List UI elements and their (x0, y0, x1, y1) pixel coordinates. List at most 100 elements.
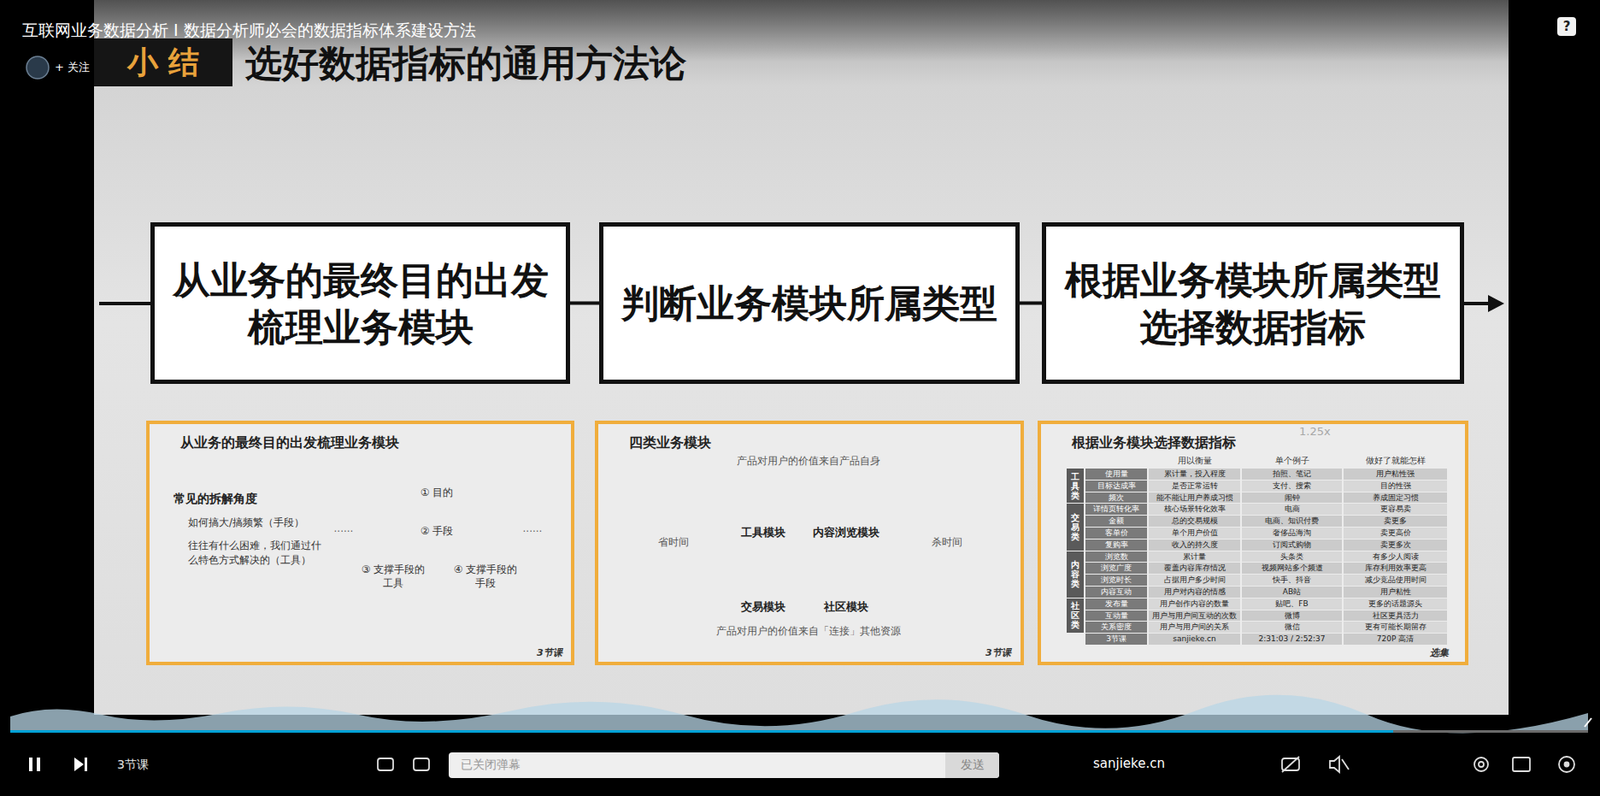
table-category-cell: 交易类 (1066, 503, 1084, 550)
slide-label: 省时间 (658, 535, 689, 548)
table-cell: 频次 (1085, 492, 1148, 504)
table-cell-text: 是否正常运转 (1148, 480, 1241, 492)
label-wrap: ③ 支撑手段的 工具 (354, 563, 432, 590)
table-cell: 目标达成率 (1085, 480, 1148, 492)
table-cell: 能不能让用户养成习惯 (1148, 492, 1241, 504)
slide-title: 选好数据指标的通用方法论 (245, 41, 687, 87)
table-cell: 收入的持久度 (1148, 539, 1241, 551)
table-cell: 贴吧、FB (1241, 598, 1342, 610)
table-cell: 用户与用户间互动的次数 (1148, 610, 1241, 622)
flow-arrowhead (1488, 294, 1505, 312)
table-cell-text: 客单价 (1085, 527, 1148, 539)
table-cell: 用户对内容的情感 (1148, 586, 1241, 598)
slide-label: ② 手段 (398, 524, 476, 537)
slide-label: 杀时间 (931, 535, 963, 548)
module-tile-text: 内容浏览模块 (806, 526, 886, 540)
table-cell-text: 能不能让用户养成习惯 (1148, 492, 1241, 504)
table-cell-text: 收入的持久度 (1148, 539, 1241, 551)
slide-label: 1.25x (1299, 424, 1331, 439)
table-cell: 浏览数 (1085, 551, 1148, 563)
slide-label: 3节课 (536, 647, 563, 659)
slide-label: 产品对用户的价值来自产品自身 (671, 454, 946, 467)
table-cell: 累计量 (1148, 551, 1241, 563)
table-cell: 微信 (1241, 621, 1342, 633)
send-button-text: 发送 (960, 757, 985, 773)
slide-label: 选集 (1429, 647, 1449, 659)
table-cell-text: 卖更多 (1343, 515, 1448, 527)
table-header: 做好了就能怎样 (1343, 454, 1448, 466)
table-cell-text: 视频网站多个频道 (1241, 562, 1342, 574)
table-cell: 更有可能长期留存 (1343, 621, 1448, 633)
table-cell-text: 3节课 (1085, 633, 1148, 645)
label-wrap: 省时间 (658, 535, 689, 548)
table-cell-text: 快手、抖音 (1241, 574, 1342, 586)
table-cell: 是否正常运转 (1148, 480, 1241, 492)
table-cell-text: 贴吧、FB (1241, 598, 1342, 610)
table-cell-text: 支付、搜索 (1241, 480, 1342, 492)
table-cell-text: 更容易卖 (1343, 503, 1448, 515)
table-cell: sanjieke.cn (1148, 633, 1241, 645)
table-cell-text: 更有可能长期留存 (1343, 621, 1448, 633)
table-cell-text: 详情页转化率 (1085, 503, 1148, 515)
table-cell: 更多的话题源头 (1343, 598, 1448, 610)
avatar (26, 56, 49, 79)
table-cell-text: 频次 (1085, 492, 1148, 504)
flow-connector (570, 301, 600, 306)
progress-played (10, 729, 1394, 733)
table-header-wrap: 用以衡量 (1148, 454, 1241, 466)
table-cell-text: 总的交易规模 (1148, 515, 1241, 527)
table-cell: 覆盖内容库存情况 (1148, 562, 1241, 574)
label-wrap: ① 目的 (398, 486, 476, 499)
table-cell: 占据用户多少时间 (1148, 574, 1241, 586)
label-wrap: sanjieke.cn (1093, 755, 1165, 771)
table-cell: 720P 高清 (1343, 633, 1448, 645)
table-cell: 奢侈品海淘 (1241, 527, 1342, 539)
slide-label: sanjieke.cn (1093, 755, 1165, 771)
pause-icon (36, 757, 41, 771)
table-cell: 复购率 (1085, 539, 1148, 551)
slide-label: ④ 支撑手段的 手段 (447, 563, 524, 590)
table-cell: 卖更高价 (1343, 527, 1448, 539)
table-cell-text: 浏览数 (1085, 551, 1148, 563)
table-cell: 电商、知识付费 (1241, 515, 1342, 527)
table-cell-text: 有多少人阅读 (1343, 551, 1448, 563)
label-wrap: ② 手段 (398, 524, 476, 537)
summary-panel-text: 从业务的最终目的出发梳理业务模块 (180, 435, 563, 452)
label-wrap: ...... (515, 522, 550, 535)
step-box-text: 判断业务模块所属类型 (621, 279, 998, 327)
table-cell-text: 720P 高清 (1343, 633, 1448, 645)
table-category-cell: 内容类 (1066, 551, 1084, 598)
section-tag: 小 结 (94, 38, 233, 87)
table-category-cell: 工具类 (1066, 468, 1084, 503)
flow-start-line (99, 301, 151, 306)
label-wrap: 3节课 (117, 757, 149, 772)
table-header-wrap: 单个例子 (1241, 454, 1342, 466)
label-wrap: 如何搞大/搞频繁（手段） (188, 516, 305, 529)
table-cell-text: 使用量 (1085, 468, 1148, 480)
table-cell-text: 浏览广度 (1085, 562, 1148, 574)
table-cell-text: 内容互动 (1085, 586, 1148, 598)
table-cell-text: 订阅式购物 (1241, 539, 1342, 551)
table-cell-text: 头条类 (1241, 551, 1342, 563)
label-wrap: 往往有什么困难，我们通过什么特色方式解决的（工具） (188, 538, 330, 569)
module-tile: 内容浏览模块 (806, 473, 886, 542)
table-cell: 详情页转化率 (1085, 503, 1148, 515)
table-cell-text: 卖更多次 (1343, 539, 1448, 551)
label-wrap: 选集 (1429, 647, 1449, 659)
table-cell-text: 占据用户多少时间 (1148, 574, 1241, 586)
step-box: 从业务的最终目的出发 梳理业务模块 (150, 222, 571, 384)
module-tile: 交易模块 (723, 547, 803, 617)
danmaku-input-text: 已关闭弹幕 (460, 757, 521, 773)
table-cell-text: 电商、知识付费 (1241, 515, 1342, 527)
table-cell: 目的性强 (1343, 480, 1448, 492)
table-cell: 卖更多 (1343, 515, 1448, 527)
slide-label: 常见的拆解角度 (173, 491, 258, 506)
table-cell-text: 发布量 (1085, 598, 1148, 610)
table-cell-text: 奢侈品海淘 (1241, 527, 1342, 539)
table-cell-text: 累计量，投入程度 (1148, 468, 1241, 480)
table-category: 工具类 (1070, 471, 1080, 500)
table-cell-text: 电商 (1241, 503, 1342, 515)
table-category-cell: 社区类 (1066, 598, 1084, 633)
table-cell-text: 微博 (1241, 610, 1342, 622)
